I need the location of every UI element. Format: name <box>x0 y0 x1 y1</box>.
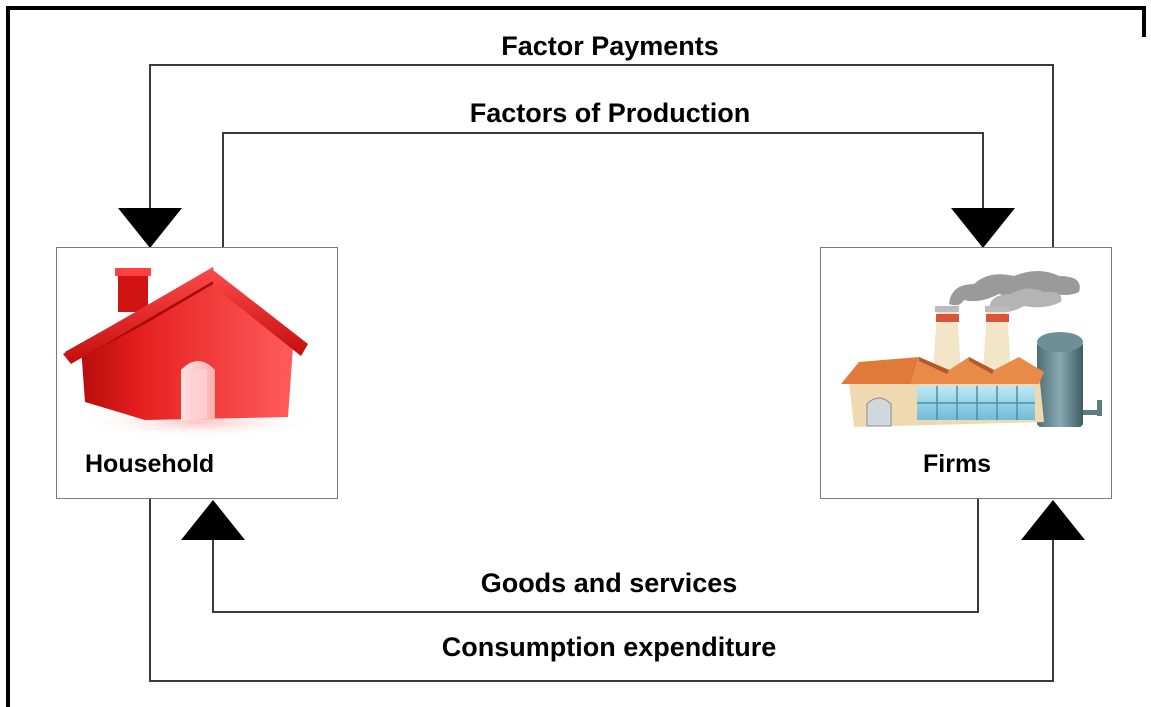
consumption-expenditure-arrowhead <box>1021 500 1085 540</box>
household-box: Household <box>56 247 338 499</box>
firms-box: Firms <box>820 247 1112 499</box>
factor-payments-line <box>149 64 1054 247</box>
goods-and-services-label: Goods and services <box>480 568 738 598</box>
page-frame <box>6 6 1146 707</box>
factors-of-production-line <box>222 132 984 247</box>
goods-and-services-arrowhead <box>181 500 245 540</box>
goods-and-services-line <box>212 498 979 613</box>
factor-payments-arrowhead <box>118 208 182 248</box>
consumption-expenditure-line <box>149 498 1054 682</box>
factors-of-production-arrowhead <box>951 208 1015 248</box>
factors-of-production-label: Factors of Production <box>469 98 751 128</box>
consumption-expenditure-label: Consumption expenditure <box>441 632 777 662</box>
firms-label: Firms <box>923 450 992 478</box>
factor-payments-label: Factor Payments <box>501 31 719 61</box>
factory-icon <box>841 271 1102 427</box>
house-icon <box>63 267 313 437</box>
smoke <box>949 271 1080 306</box>
household-label: Household <box>85 450 215 478</box>
